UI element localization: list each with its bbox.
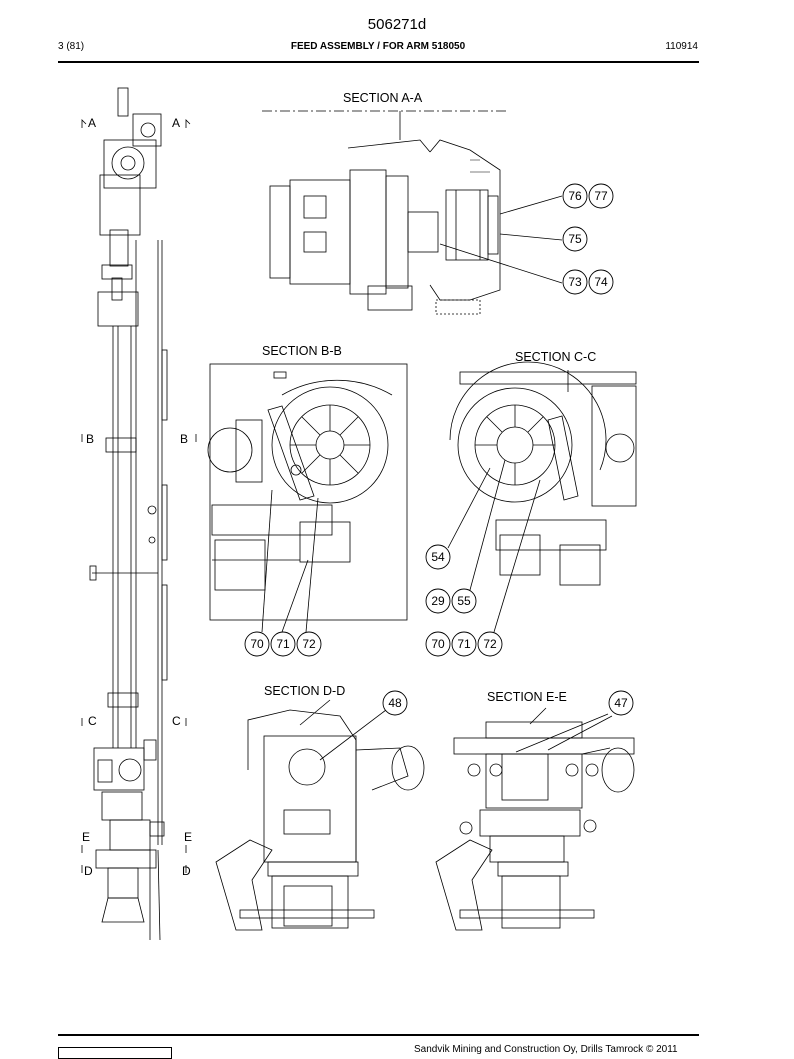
- section-ee-drawing: [435, 707, 635, 931]
- cut-mark-d-left: D: [84, 864, 93, 878]
- callout-balloon: 76: [562, 183, 588, 209]
- section-dd-label: SECTION D-D: [264, 684, 345, 698]
- cut-mark-e-left: E: [82, 830, 90, 844]
- cut-mark-e-right: E: [184, 830, 192, 844]
- company-logo: [58, 1047, 172, 1059]
- callout-balloon: 70: [244, 631, 270, 657]
- svg-text:29: 29: [431, 594, 445, 608]
- section-ee-label: SECTION E-E: [487, 690, 567, 704]
- callout-balloon: 71: [270, 631, 296, 657]
- section-cc-label: SECTION C-C: [515, 350, 596, 364]
- footer-rule: [58, 1034, 699, 1036]
- svg-text:71: 71: [457, 637, 471, 651]
- section-dd-drawing: [215, 699, 425, 931]
- section-aa-drawing: [262, 110, 563, 315]
- callout-balloon: 74: [588, 269, 614, 295]
- callout-balloons: 76 77 75 73 74 70 71 72 54 29 55 70 71 7…: [244, 183, 634, 716]
- footer-copyright: Sandvik Mining and Construction Oy, Dril…: [414, 1044, 678, 1055]
- section-bb-label: SECTION B-B: [262, 344, 342, 358]
- callout-balloon: 72: [477, 631, 503, 657]
- svg-text:75: 75: [568, 232, 582, 246]
- feed-beam-drawing: [89, 87, 168, 941]
- cut-mark-b-right: B: [180, 432, 188, 446]
- document-number: 506271d: [367, 16, 427, 33]
- svg-text:71: 71: [276, 637, 290, 651]
- callout-balloon: 70: [425, 631, 451, 657]
- svg-text:55: 55: [457, 594, 471, 608]
- callout-balloon: 77: [588, 183, 614, 209]
- cut-mark-a-right: A: [172, 116, 180, 130]
- callout-balloon: 47: [608, 690, 634, 716]
- callout-balloon: 54: [425, 544, 451, 570]
- cut-mark-b-left: B: [86, 432, 94, 446]
- section-bb-drawing: [207, 363, 408, 633]
- svg-text:48: 48: [388, 696, 402, 710]
- svg-text:73: 73: [568, 275, 582, 289]
- svg-text:54: 54: [431, 550, 445, 564]
- document-code: 110914: [665, 41, 698, 52]
- callout-balloon: 75: [562, 226, 588, 252]
- callout-balloon: 48: [382, 690, 408, 716]
- page-number: 3 (81): [58, 41, 85, 52]
- section-aa-label: SECTION A-A: [343, 91, 423, 105]
- cut-mark-c-right: C: [172, 714, 181, 728]
- svg-text:77: 77: [594, 189, 608, 203]
- svg-text:72: 72: [483, 637, 497, 651]
- callout-balloon: 29: [425, 588, 451, 614]
- callout-balloon: 72: [296, 631, 322, 657]
- cut-mark-d-right: D: [182, 864, 191, 878]
- svg-text:70: 70: [431, 637, 445, 651]
- callout-balloon: 73: [562, 269, 588, 295]
- cut-mark-a-left: A: [88, 116, 96, 130]
- svg-text:76: 76: [568, 189, 582, 203]
- section-cc-drawing: [447, 361, 637, 633]
- header-rule: [58, 61, 699, 63]
- svg-text:47: 47: [614, 696, 628, 710]
- svg-text:74: 74: [594, 275, 608, 289]
- cut-mark-c-left: C: [88, 714, 97, 728]
- svg-text:72: 72: [302, 637, 316, 651]
- callout-balloon: 55: [451, 588, 477, 614]
- document-title: FEED ASSEMBLY / FOR ARM 518050: [290, 41, 466, 52]
- svg-text:70: 70: [250, 637, 264, 651]
- callout-balloon: 71: [451, 631, 477, 657]
